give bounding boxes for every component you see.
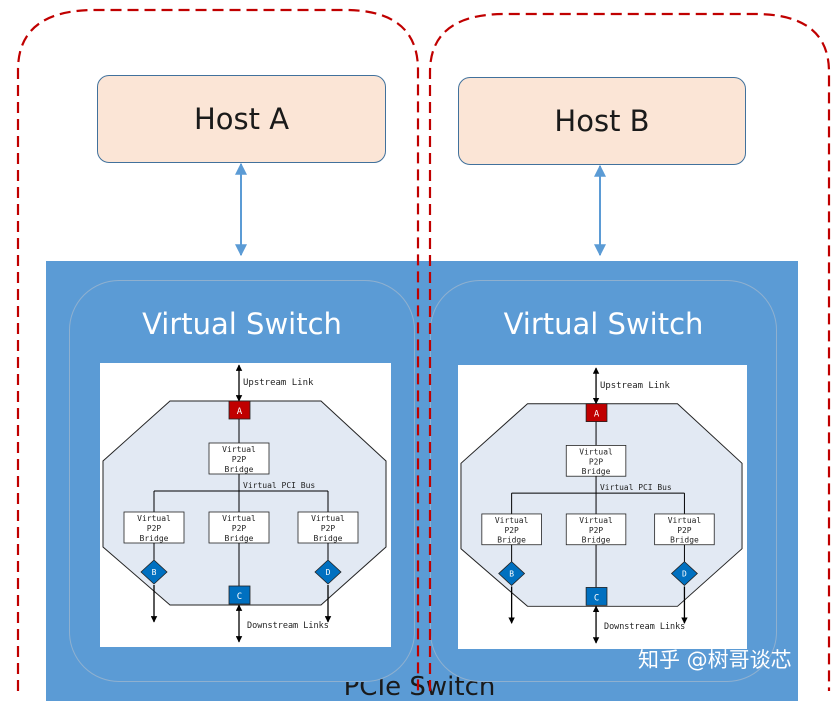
switch-octagon	[460, 403, 743, 607]
downstream-bridge-1-line-3: Bridge	[497, 536, 526, 545]
downstream-bridge-3	[654, 513, 715, 546]
port-b-label: B	[152, 568, 157, 577]
port-a-label: A	[594, 410, 600, 420]
upstream-bridge-line-2: P2P	[232, 455, 247, 464]
host-b-label: Host B	[554, 104, 650, 138]
downstream-links-label: Downstream Links	[247, 621, 329, 631]
downstream-bridge-3-line-1: Virtual	[311, 514, 345, 523]
host-b-box: Host B	[458, 77, 746, 165]
downstream-bridge-3-line-2: P2P	[321, 524, 336, 533]
port-c	[228, 585, 251, 605]
upstream-bridge	[565, 445, 627, 477]
domain-b-dashed-outline	[428, 12, 831, 691]
downstream-bridge-2-line-1: Virtual	[579, 516, 612, 525]
upstream-bridge-line-1: Virtual	[579, 447, 612, 456]
downstream-bridge-1-line-2: P2P	[504, 526, 519, 535]
downstream-bridge-2	[565, 513, 627, 546]
switch-octagon	[102, 400, 387, 606]
host-a-box: Host A	[97, 75, 386, 163]
port-a-label: A	[237, 407, 243, 417]
downstream-links-label: Downstream Links	[604, 621, 685, 631]
upstream-link-label: Upstream Link	[600, 381, 670, 391]
port-a	[585, 403, 608, 422]
downstream-bridge-2-line-2: P2P	[589, 526, 604, 535]
downstream-bridge-3	[297, 511, 359, 544]
downstream-bridge-2-line-1: Virtual	[222, 514, 256, 523]
upstream-bridge-line-1: Virtual	[222, 445, 256, 454]
upstream-bridge-line-3: Bridge	[225, 465, 254, 474]
upstream-bridge-line-3: Bridge	[582, 467, 611, 476]
virtual-bus-label: Virtual PCI Bus	[243, 481, 315, 490]
port-d	[314, 559, 342, 585]
upstream-link-label: Upstream Link	[243, 378, 314, 388]
downstream-bridge-3-line-1: Virtual	[668, 516, 701, 525]
downstream-bridge-2-line-2: P2P	[232, 524, 247, 533]
downstream-bridge-2-line-3: Bridge	[225, 534, 254, 543]
port-c	[585, 587, 608, 606]
virtual-switch-a-title: Virtual Switch	[142, 307, 342, 341]
port-b	[140, 559, 168, 585]
port-d	[670, 561, 698, 586]
downstream-bridge-1-line-3: Bridge	[140, 534, 169, 543]
downstream-bridge-2-line-3: Bridge	[582, 536, 611, 545]
downstream-bridge-3-line-2: P2P	[677, 526, 692, 535]
port-c-label: C	[594, 593, 599, 603]
downstream-bridge-3-line-3: Bridge	[670, 536, 699, 545]
downstream-bridge-1	[123, 511, 185, 544]
downstream-bridge-3-line-3: Bridge	[314, 534, 343, 543]
port-b-label: B	[509, 570, 514, 579]
domain-a-dashed-outline	[16, 8, 420, 691]
port-d-label: D	[682, 570, 687, 579]
downstream-bridge-1-line-1: Virtual	[495, 516, 528, 525]
virtual-bus-label: Virtual PCI Bus	[600, 483, 672, 492]
port-c-label: C	[237, 592, 242, 602]
watermark: 知乎 @树哥谈芯	[638, 648, 792, 672]
host-a-label: Host A	[193, 102, 290, 136]
downstream-bridge-1-line-2: P2P	[147, 524, 162, 533]
port-d-label: D	[326, 568, 331, 577]
port-b	[498, 561, 526, 586]
upstream-bridge-line-2: P2P	[589, 457, 604, 466]
downstream-bridge-1-line-1: Virtual	[137, 514, 171, 523]
virtual-switch-b-title: Virtual Switch	[503, 307, 704, 341]
